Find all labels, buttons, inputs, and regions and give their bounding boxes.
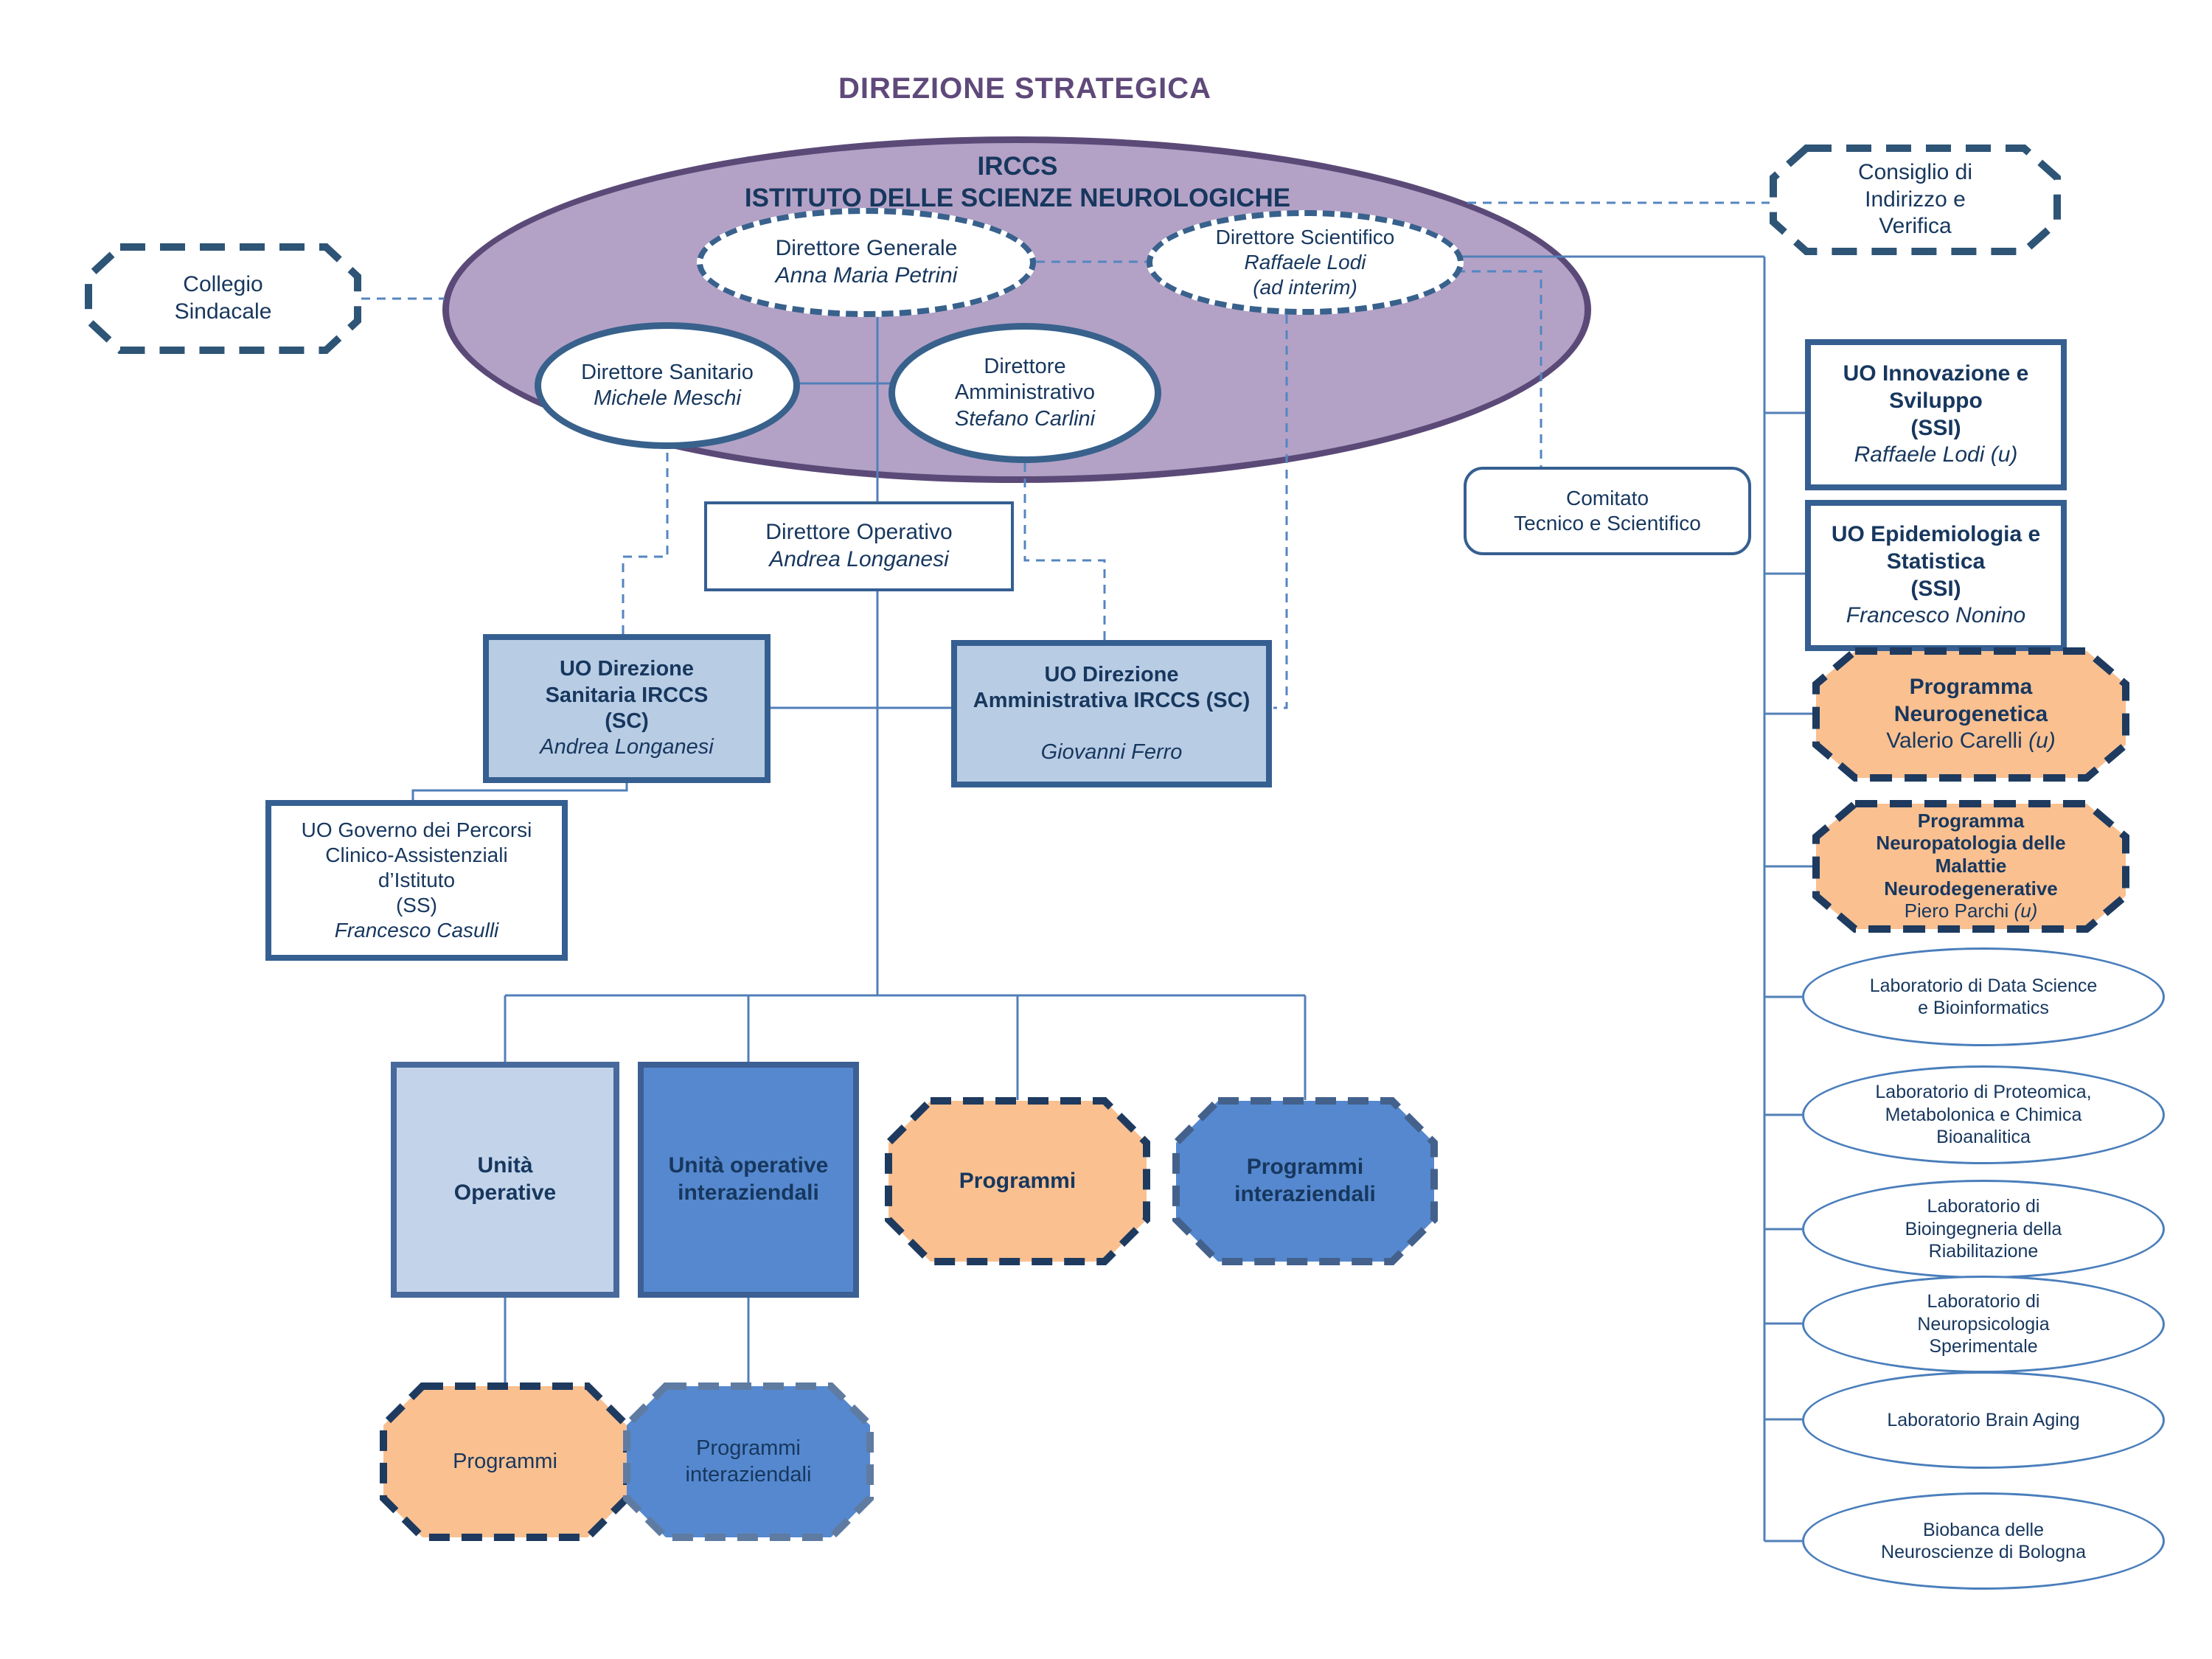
uo-governo-name: Francesco Casulli xyxy=(334,919,499,942)
collegio-sindacale-label: Collegio Sindacale xyxy=(174,272,272,324)
unita-operative-interaziendali-label: Unità operative interaziendali xyxy=(668,1153,829,1205)
programmi-2-node: Programmi xyxy=(380,1382,630,1541)
direttore-operativo-name: Andrea Longanesi xyxy=(769,547,949,571)
unita-operative-interaziendali-node: Unità operative interaziendali xyxy=(638,1062,859,1298)
uo-amministrativa-name: Giovanni Ferro xyxy=(1040,740,1183,764)
unita-operative-label: Unità Operative xyxy=(453,1153,557,1205)
direttore-generale-name: Anna Maria Petrini xyxy=(775,263,958,288)
comitato-tecnico-node: Comitato Tecnico e Scientifico xyxy=(1464,467,1751,555)
programmi-interaziendali-label: Programmi interaziendali xyxy=(1234,1155,1376,1206)
programmi-node: Programmi xyxy=(885,1097,1150,1265)
programma-neuropatologia-name: Piero Parchi (u) xyxy=(1904,900,2038,922)
lab-neuropsicologia-node: Laboratorio di Neuropsicologia Speriment… xyxy=(1802,1276,2165,1373)
biobanca-node: Biobanca delle Neuroscienze di Bologna xyxy=(1802,1492,2165,1590)
direttore-sanitario-name: Michele Meschi xyxy=(594,386,741,410)
consiglio-indirizzo-node: Consiglio di Indirizzo e Verifica xyxy=(1770,145,2061,255)
direttore-sanitario-node: Direttore Sanitario Michele Meschi xyxy=(535,322,800,449)
uo-epidemiologia-name: Francesco Nonino xyxy=(1846,603,2026,628)
lab-brain-aging-label: Laboratorio Brain Aging xyxy=(1887,1409,2080,1430)
lab-bioingegneria-node: Laboratorio di Bioingegneria della Riabi… xyxy=(1802,1180,2165,1279)
uo-amministrativa-title: UO Direzione Amministrativa IRCCS (SC) xyxy=(973,662,1251,713)
page-title: DIREZIONE STRATEGICA xyxy=(838,72,1211,105)
programmi-interaziendali-2-label: Programmi interaziendali xyxy=(685,1436,812,1486)
octagon-outline xyxy=(623,1382,874,1541)
lab-data-science-label: Laboratorio di Data Science e Bioinforma… xyxy=(1869,975,2098,1019)
biobanca-label: Biobanca delle Neuroscienze di Bologna xyxy=(1881,1519,2086,1563)
programma-neuropatologia-title: Programma Neuropatologia delle Malattie … xyxy=(1876,809,2066,900)
lab-data-science-node: Laboratorio di Data Science e Bioinforma… xyxy=(1802,947,2165,1046)
programmi-interaziendali-node: Programmi interaziendali xyxy=(1172,1097,1438,1265)
programma-neuropatologia-node: Programma Neuropatologia delle Malattie … xyxy=(1812,800,2129,933)
programmi-label: Programmi xyxy=(959,1168,1077,1193)
uo-innovazione-title: UO Innovazione e Sviluppo (SSI) xyxy=(1843,361,2029,440)
uo-innovazione-name: Raffaele Lodi (u) xyxy=(1854,442,2018,467)
octagon-outline xyxy=(1812,647,2129,782)
programma-neurogenetica-title: Programma Neurogenetica xyxy=(1893,675,2048,726)
direttore-generale-role: Direttore Generale xyxy=(775,236,958,261)
octagon-outline xyxy=(1812,800,2129,933)
direttore-scientifico-node: Direttore Scientifico Raffaele Lodi (ad … xyxy=(1147,210,1464,315)
direttore-operativo-role: Direttore Operativo xyxy=(765,520,953,545)
direttore-sanitario-role: Direttore Sanitario xyxy=(581,360,754,384)
uo-sanitaria-name: Andrea Longanesi xyxy=(540,735,714,759)
direttore-operativo-node: Direttore Operativo Andrea Longanesi xyxy=(704,501,1014,591)
uo-governo-title: UO Governo dei Percorsi Clinico-Assisten… xyxy=(301,818,532,917)
uo-innovazione-node: UO Innovazione e Sviluppo (SSI) Raffaele… xyxy=(1805,339,2067,490)
direttore-scientifico-role: Direttore Scientifico xyxy=(1215,225,1395,248)
consiglio-indirizzo-label: Consiglio di Indirizzo e Verifica xyxy=(1857,160,1973,239)
comitato-tecnico-label: Comitato Tecnico e Scientifico xyxy=(1514,486,1701,535)
octagon-outline xyxy=(1172,1097,1438,1265)
unita-operative-node: Unità Operative xyxy=(391,1062,619,1298)
direttore-generale-node: Direttore Generale Anna Maria Petrini xyxy=(697,208,1036,317)
octagon-outline xyxy=(380,1382,630,1541)
uo-epidemiologia-node: UO Epidemiologia e Statistica (SSI) Fran… xyxy=(1805,500,2067,651)
lab-brain-aging-node: Laboratorio Brain Aging xyxy=(1802,1371,2165,1469)
uo-direzione-sanitaria-node: UO Direzione Sanitaria IRCCS (SC) Andrea… xyxy=(483,634,771,783)
octagon-outline xyxy=(885,1097,1150,1265)
programmi-2-label: Programmi xyxy=(453,1449,557,1473)
octagon-outline xyxy=(85,243,361,354)
octagon-outline xyxy=(1770,145,2061,255)
lab-proteomica-label: Laboratorio di Proteomica, Metabolonica … xyxy=(1875,1082,2092,1148)
programmi-interaziendali-2-node: Programmi interaziendali xyxy=(623,1382,874,1541)
collegio-sindacale-node: Collegio Sindacale xyxy=(85,243,361,354)
uo-sanitaria-title: UO Direzione Sanitaria IRCCS (SC) xyxy=(545,657,709,733)
direttore-scientifico-name: Raffaele Lodi (ad interim) xyxy=(1244,250,1366,299)
lab-neuropsicologia-label: Laboratorio di Neuropsicologia Speriment… xyxy=(1917,1291,2050,1357)
programma-neurogenetica-node: Programma Neurogenetica Valerio Carelli … xyxy=(1812,647,2129,782)
direttore-amministrativo-role: Direttore Amministrativo xyxy=(954,354,1096,405)
uo-governo-percorsi-node: UO Governo dei Percorsi Clinico-Assisten… xyxy=(265,800,568,961)
uo-epidemiologia-title: UO Epidemiologia e Statistica (SSI) xyxy=(1831,522,2041,601)
direttore-amministrativo-node: Direttore Amministrativo Stefano Carlini xyxy=(888,323,1161,463)
institute-name: IRCCS ISTITUTO DELLE SCIENZE NEUROLOGICH… xyxy=(744,152,1291,212)
uo-direzione-amministrativa-node: UO Direzione Amministrativa IRCCS (SC) G… xyxy=(951,640,1272,787)
programma-neurogenetica-name: Valerio Carelli (u) xyxy=(1886,728,2056,754)
lab-proteomica-node: Laboratorio di Proteomica, Metabolonica … xyxy=(1802,1065,2165,1164)
lab-bioingegneria-label: Laboratorio di Bioingegneria della Riabi… xyxy=(1905,1196,2062,1262)
direttore-amministrativo-name: Stefano Carlini xyxy=(954,406,1096,431)
